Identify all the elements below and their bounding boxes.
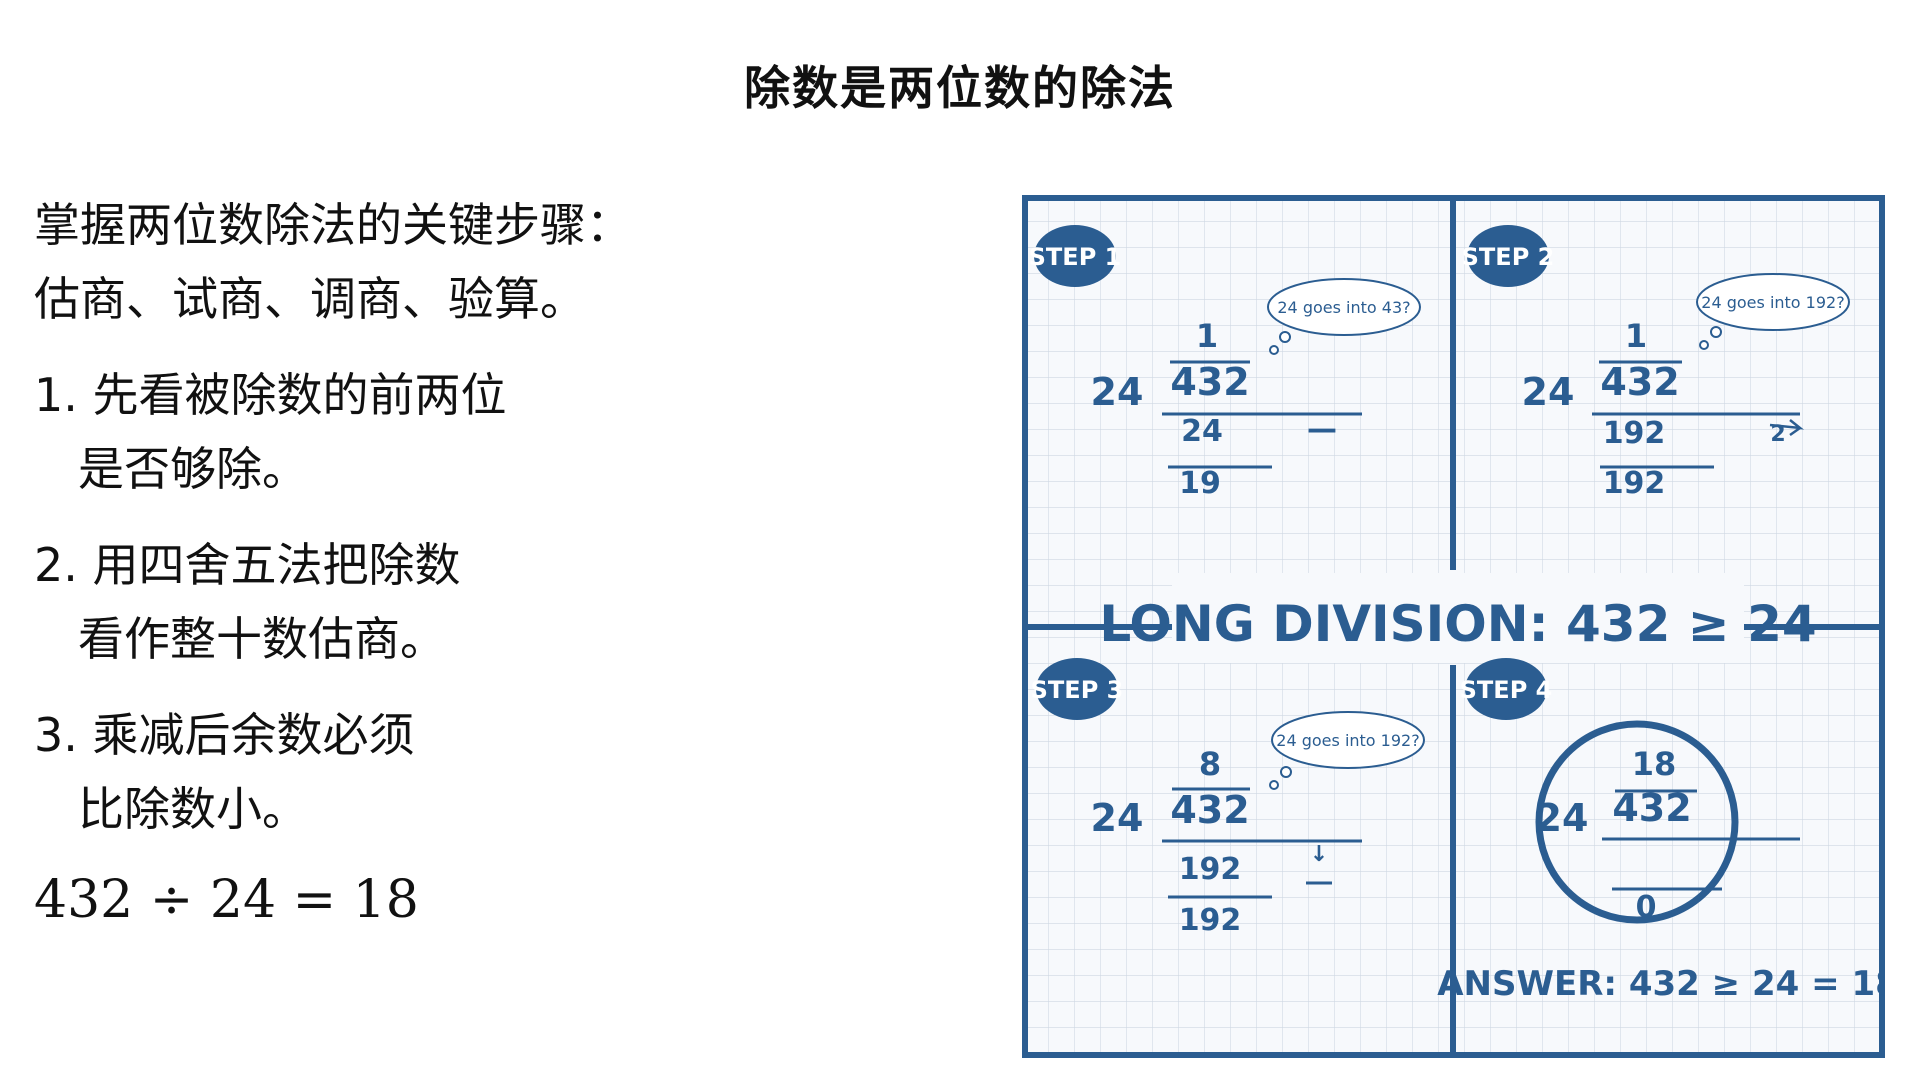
answer-circle [1535, 720, 1739, 924]
step-2-dividend: 432 [1600, 360, 1679, 404]
step-item: 1. 先看被除数的前两位 是否够除。 [34, 358, 934, 506]
step-1-line-2: 是否够除。 [78, 442, 308, 496]
step-2-line-2: 看作整十数估商。 [78, 612, 446, 666]
step-4-remainder: 0 [1636, 890, 1657, 925]
center-title: LONG DIVISION: 432 ≥ 24 [1099, 595, 1816, 653]
step-3-bubble-text: 24 goes into 192? [1276, 731, 1419, 750]
bubble-dot [1269, 345, 1279, 355]
step-1-quotient: 1 [1196, 317, 1218, 355]
step-1-dividend: 432 [1170, 360, 1249, 404]
step-3-badge [1036, 658, 1118, 720]
step-1-badge [1034, 225, 1116, 287]
step-3-thought-bubble [1271, 711, 1425, 769]
step-3-product: 192 [1179, 852, 1242, 887]
step-3-badge-label: STEP 3 [1031, 676, 1124, 704]
step-2-thought-bubble [1696, 273, 1850, 331]
step-2-divisor: 24 [1522, 370, 1575, 414]
slide-title: 除数是两位数的除法 [744, 61, 1176, 115]
step-3-line-1: 3. 乘减后余数必须 [34, 708, 415, 762]
step-3-line-2: 比除数小。 [78, 782, 308, 836]
step-3-dividend: 432 [1170, 788, 1249, 832]
step-2-mark: 2 [1770, 422, 1785, 447]
step-3-remainder: 192 [1179, 903, 1242, 938]
step-4-dividend: 432 [1612, 786, 1691, 830]
step-2-badge [1467, 225, 1549, 287]
intro-line-2: 估商、试商、调商、验算。 [34, 272, 586, 326]
answer-text: ANSWER: 432 ≥ 24 = 18 [1437, 964, 1885, 1004]
step-4-divisor: 24 [1536, 796, 1589, 840]
step-1-product: 24 [1181, 414, 1223, 449]
explanation-column: 掌握两位数除法的关键步骤： 估商、试商、调商、验算。 1. 先看被除数的前两位 … [34, 188, 934, 940]
step-item: 2. 用四舍五法把除数 看作整十数估商。 [34, 528, 934, 676]
bubble-dot [1710, 326, 1722, 338]
step-2-remainder: 192 [1603, 466, 1666, 501]
step-2-bubble-text: 24 goes into 192? [1701, 293, 1844, 312]
step-2-line-1: 2. 用四舍五法把除数 [34, 538, 461, 592]
step-3-quotient: 8 [1199, 745, 1221, 783]
step-2-panel: STEP 2 24 goes into 192? 1 24 432 192 2 … [1462, 225, 1850, 501]
step-3-panel: STEP 3 24 goes into 192? 8 24 432 ↓ 192 … [1031, 658, 1425, 938]
step-item: 3. 乘减后余数必须 比除数小。 [34, 698, 934, 846]
bubble-dot [1280, 766, 1292, 778]
step-2-quotient: 1 [1625, 317, 1647, 355]
intro-line-1: 掌握两位数除法的关键步骤： [34, 198, 632, 252]
center-title-backdrop [1172, 573, 1744, 663]
step-1-thought-bubble [1267, 278, 1421, 336]
step-2-product: 192 [1603, 416, 1666, 451]
step-1-bubble-text: 24 goes into 43? [1277, 298, 1410, 317]
step-3-divisor: 24 [1091, 796, 1144, 840]
bubble-dot [1699, 340, 1709, 350]
step-1-subtract-mark: — [1307, 412, 1337, 447]
bubble-dot [1269, 780, 1279, 790]
step-4-quotient: 18 [1632, 745, 1677, 783]
step-4-badge-label: STEP 4 [1460, 676, 1553, 704]
arrow-icon [1769, 419, 1805, 437]
long-division-diagram: LONG DIVISION: 432 ≥ 24 STEP 1 24 goes i… [1022, 195, 1885, 1058]
step-1-panel: STEP 1 24 goes into 43? 1 24 432 24 — 19 [1029, 225, 1421, 501]
step-1-remainder: 19 [1179, 466, 1221, 501]
step-2-badge-label: STEP 2 [1462, 243, 1555, 271]
step-1-line-1: 1. 先看被除数的前两位 [34, 368, 507, 422]
step-4-badge [1465, 658, 1547, 720]
step-3-bring-down-mark: ↓ [1310, 842, 1328, 867]
bubble-dot [1279, 331, 1291, 343]
step-1-badge-label: STEP 1 [1029, 243, 1122, 271]
long-division-figure: LONG DIVISION: 432 ≥ 24 STEP 1 24 goes i… [1022, 195, 1885, 1058]
division-formula: 432 ÷ 24 = 18 [34, 870, 419, 930]
step-1-divisor: 24 [1091, 370, 1144, 414]
step-4-panel: STEP 4 18 24 432 0 ANSWER: 432 ≥ 24 = 18 [1437, 658, 1885, 1004]
